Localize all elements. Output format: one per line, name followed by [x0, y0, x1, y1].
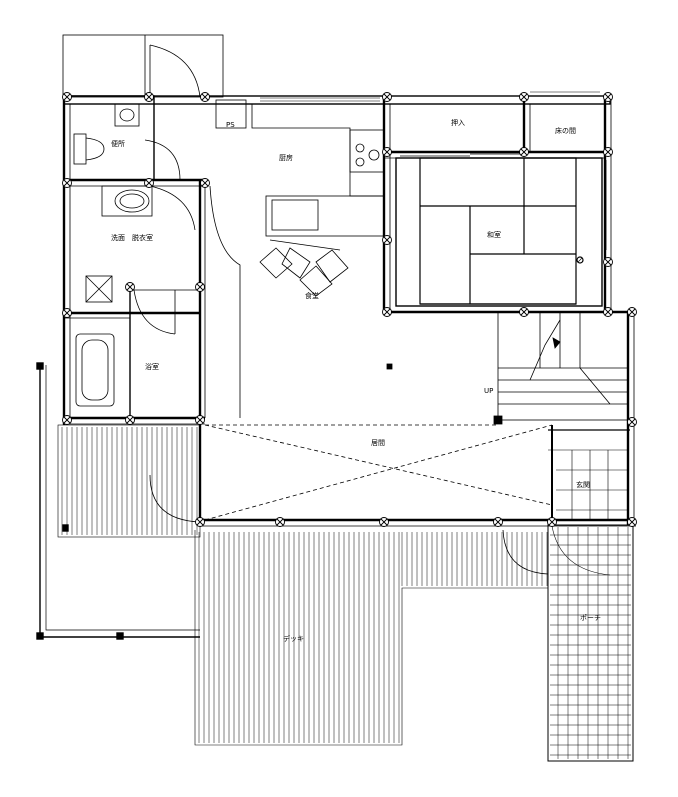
column-marker [200, 92, 210, 102]
column-marker [547, 517, 557, 527]
dining-table [259, 239, 349, 297]
kitchen-counters [209, 99, 385, 418]
column-marker [62, 92, 72, 102]
column-marker [519, 307, 529, 317]
column-marker [382, 235, 392, 245]
deck-left-door-swing [149, 474, 201, 523]
label-deck: デッキ [283, 634, 304, 643]
washitsu-sliding-doors [400, 151, 607, 250]
label-pipe-space: PS [226, 121, 235, 129]
label-entrance: 玄関 [576, 480, 590, 489]
label-toilet: 便所 [111, 139, 125, 148]
label-porch: ポーチ [580, 614, 601, 622]
column-marker [627, 307, 637, 317]
wet-area-walls [63, 95, 206, 425]
column-marker [125, 282, 135, 292]
balcony-rail [36, 362, 200, 640]
entry-context-lines [62, 34, 224, 98]
column-marker [627, 517, 637, 527]
column-marker [200, 178, 210, 188]
column-marker [382, 307, 392, 317]
structural-columns [62, 92, 637, 527]
porch-outline [547, 524, 634, 762]
column-marker [603, 147, 613, 157]
label-dining: 食堂 [305, 291, 319, 300]
column-marker [493, 517, 503, 527]
bathroom-fixtures [75, 289, 176, 407]
column-marker [144, 92, 154, 102]
label-bathroom: 浴室 [145, 362, 159, 371]
label-kitchen: 厨房 [279, 153, 293, 162]
column-marker [125, 415, 135, 425]
deck-main-slats [198, 532, 548, 743]
label-living: 居間 [371, 439, 385, 447]
column-marker [195, 517, 205, 527]
column-marker [382, 147, 392, 157]
column-marker [62, 308, 72, 318]
toilet-fixtures [73, 103, 181, 181]
living-room [204, 363, 553, 521]
column-marker [379, 517, 389, 527]
label-washitsu: 和室 [487, 230, 501, 239]
deck-left [57, 424, 201, 538]
label-stair-up: UP [484, 387, 493, 395]
column-marker [275, 517, 285, 527]
label-washroom: 洗面 脱衣室 [111, 233, 153, 242]
column-marker [627, 417, 637, 427]
top-windows [260, 91, 600, 102]
column-marker [144, 178, 154, 188]
column-marker [382, 92, 392, 102]
deck-door-swing [502, 529, 549, 575]
washroom-fixtures [85, 185, 196, 303]
column-marker [62, 178, 72, 188]
column-marker [62, 415, 72, 425]
column-marker [603, 92, 613, 102]
tatami-mats [419, 157, 584, 305]
deck-main [194, 530, 549, 746]
entrance [548, 425, 630, 576]
label-tokonoma: 床の間 [555, 126, 576, 135]
column-marker [603, 307, 613, 317]
deck-left-slats [61, 427, 198, 535]
column-marker [195, 282, 205, 292]
column-marker [603, 257, 613, 267]
column-marker [519, 92, 529, 102]
column-marker [195, 415, 205, 425]
column-marker [519, 147, 529, 157]
label-closet: 押入 [451, 118, 465, 127]
stair [493, 311, 629, 425]
porch-tiles [550, 527, 631, 759]
